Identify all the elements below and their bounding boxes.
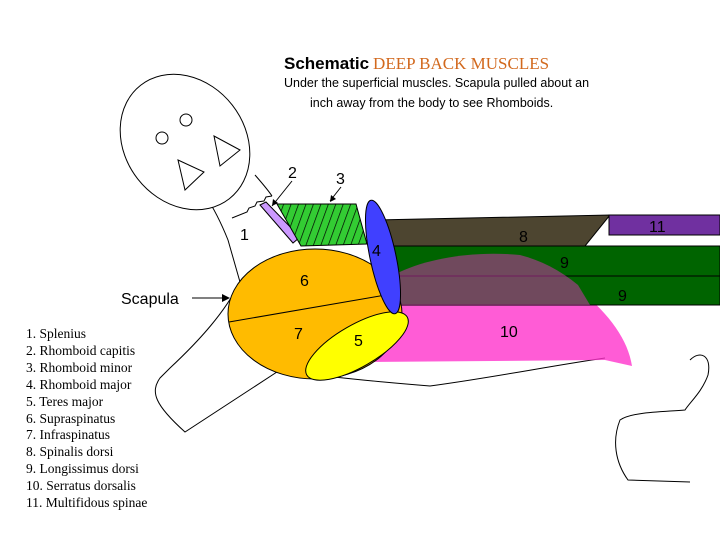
- scapular-spine: [228, 292, 398, 323]
- rhomboid-major: [364, 199, 402, 315]
- label-3-arrowhead: [330, 195, 336, 202]
- scapula-arrowhead: [222, 294, 230, 302]
- label-7: 7: [294, 326, 303, 343]
- eye-left: [155, 131, 169, 145]
- ear-left: [177, 159, 205, 191]
- label-11: 11: [649, 219, 666, 236]
- subtitle-line-2: inch away from the body to see Rhomboids…: [310, 96, 554, 110]
- legend-item: 9. Longissimus dorsi: [26, 461, 139, 477]
- legend-item: 1. Splenius: [26, 326, 87, 341]
- neck-outline-back: [254, 174, 273, 197]
- label-9-lower: 9: [618, 288, 627, 305]
- teres-major: [305, 311, 409, 381]
- label-9-upper: 9: [560, 255, 569, 272]
- legend-item: 10. Serratus dorsalis: [26, 478, 136, 494]
- multifidous-spinae: [608, 214, 720, 236]
- label-10: 10: [500, 324, 518, 341]
- label-3: 3: [336, 171, 345, 188]
- head: [119, 73, 251, 211]
- splenius-outline: [231, 195, 273, 219]
- diagram-title: Schematic DEEP BACK MUSCLES: [284, 54, 714, 74]
- legend-item: 11. Multifidous spinae: [26, 495, 148, 511]
- label-8: 8: [519, 229, 528, 246]
- label-6: 6: [300, 273, 309, 290]
- legend-item: 3. Rhomboid minor: [26, 359, 133, 375]
- ear-right: [213, 135, 241, 167]
- legend-item: 5. Teres major: [26, 393, 104, 409]
- label-4: 4: [372, 243, 381, 260]
- label-5: 5: [354, 333, 363, 350]
- subtitle-line-1: Under the superficial muscles. Scapula p…: [284, 76, 590, 90]
- legend-item: 2. Rhomboid capitis: [26, 342, 136, 358]
- legend-item: 6. Supraspinatus: [26, 410, 116, 426]
- legend: 1. Splenius 2. Rhomboid capitis 3. Rhomb…: [26, 326, 147, 512]
- title-main: DEEP BACK MUSCLES: [373, 54, 550, 73]
- serratus-overlap: [392, 253, 590, 305]
- legend-item: 8. Spinalis dorsi: [26, 444, 114, 460]
- title-prefix: Schematic: [284, 54, 370, 73]
- label-2-arrowhead: [272, 199, 278, 206]
- label-2: 2: [288, 165, 297, 182]
- label-1: 1: [240, 227, 249, 244]
- spinalis-dorsi: [377, 214, 612, 247]
- eye-right: [179, 113, 193, 127]
- legend-item: 7. Infraspinatus: [26, 427, 110, 443]
- legend-item: 4. Rhomboid major: [26, 376, 132, 392]
- label-scapula: Scapula: [121, 291, 179, 308]
- leg: [615, 354, 710, 483]
